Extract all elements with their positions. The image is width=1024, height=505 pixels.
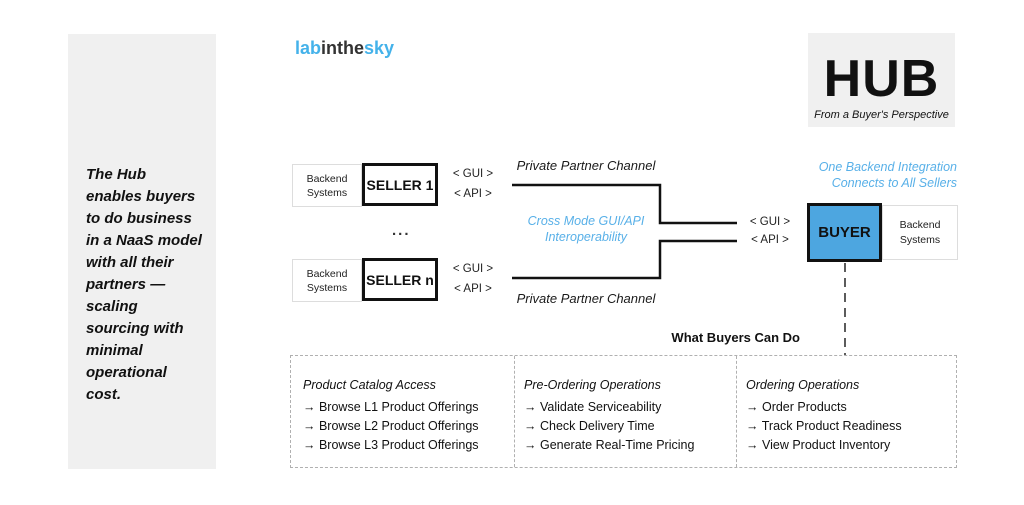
- seller1-box: SELLER 1: [362, 163, 438, 206]
- sellern-api-label: < API >: [454, 283, 492, 295]
- logo-part-sky: sky: [364, 38, 395, 58]
- capabilities-divider-2: [736, 356, 737, 467]
- capability-item: → Browse L2 Product Offerings: [303, 419, 479, 433]
- buyer-note-line1: One Backend Integration: [818, 160, 957, 174]
- what-buyers-can-do-title: What Buyers Can Do: [671, 330, 800, 345]
- buyer-api-label: < API >: [751, 234, 789, 246]
- capability-item: → View Product Inventory: [746, 438, 891, 452]
- buyer-integration-note: One Backend Integration Connects to All …: [785, 159, 957, 191]
- backend-label-line2: Systems: [899, 233, 941, 246]
- capabilities-column-preordering: Pre-Ordering Operations → Validate Servi…: [524, 376, 694, 455]
- buyer-note-line2: Connects to All Sellers: [831, 176, 957, 190]
- sellern-backend-systems-box: Backend Systems: [292, 259, 362, 302]
- seller1-api-label: < API >: [454, 188, 492, 200]
- cross-mode-note: Cross Mode GUI/API Interoperability: [500, 213, 672, 245]
- connector-bottom-channel: [512, 239, 737, 280]
- sidebar-summary-text: The Hub enables buyers to do business in…: [86, 166, 202, 403]
- column-heading: Product Catalog Access: [303, 378, 436, 392]
- capability-item: → Order Products: [746, 400, 847, 414]
- seller1-label: SELLER 1: [366, 176, 434, 193]
- capability-item: → Browse L3 Product Offerings: [303, 438, 479, 452]
- backend-label-line1: Backend: [306, 172, 348, 185]
- capabilities-panel: Product Catalog Access → Browse L1 Produ…: [290, 355, 957, 468]
- sidebar-panel: The Hub enables buyers to do business in…: [68, 34, 216, 469]
- cross-mode-line1: Cross Mode GUI/API: [527, 214, 645, 228]
- hub-title-panel: HUB From a Buyer's Perspective: [808, 33, 955, 127]
- backend-label-line2: Systems: [306, 186, 348, 199]
- sellern-label: SELLER n: [366, 271, 434, 288]
- column-heading: Ordering Operations: [746, 378, 860, 392]
- private-partner-channel-bottom-label: Private Partner Channel: [516, 291, 656, 306]
- seller1-gui-label: < GUI >: [452, 168, 494, 180]
- buyer-gui-label: < GUI >: [749, 216, 791, 228]
- sellern-box: SELLER n: [362, 258, 438, 301]
- hub-subtitle: From a Buyer's Perspective: [814, 109, 949, 121]
- buyer-label: BUYER: [818, 224, 871, 241]
- capability-item: → Generate Real-Time Pricing: [524, 438, 695, 452]
- backend-label-line2: Systems: [306, 281, 348, 294]
- capabilities-column-ordering: Ordering Operations → Order Products → T…: [746, 376, 902, 455]
- cross-mode-line2: Interoperability: [545, 230, 627, 244]
- capabilities-column-catalog: Product Catalog Access → Browse L1 Produ…: [303, 376, 479, 455]
- logo-part-inthe: inthe: [321, 38, 365, 58]
- buyer-backend-systems-box: Backend Systems: [882, 205, 958, 260]
- capability-item: → Track Product Readiness: [746, 419, 902, 433]
- sellers-ellipsis: ...: [392, 222, 411, 239]
- capability-item: → Validate Serviceability: [524, 400, 662, 414]
- private-partner-channel-top-label: Private Partner Channel: [516, 158, 656, 173]
- backend-label-line1: Backend: [306, 267, 348, 280]
- sellern-gui-label: < GUI >: [452, 263, 494, 275]
- column-heading: Pre-Ordering Operations: [524, 378, 661, 392]
- logo: labinthesky: [295, 38, 394, 59]
- capability-item: → Check Delivery Time: [524, 419, 655, 433]
- capability-item: → Browse L1 Product Offerings: [303, 400, 479, 414]
- hub-title: HUB: [823, 50, 940, 108]
- capabilities-divider-1: [514, 356, 515, 467]
- buyer-box: BUYER: [807, 203, 882, 262]
- logo-part-lab: lab: [295, 38, 322, 58]
- seller1-backend-systems-box: Backend Systems: [292, 164, 362, 207]
- backend-label-line1: Backend: [899, 218, 941, 231]
